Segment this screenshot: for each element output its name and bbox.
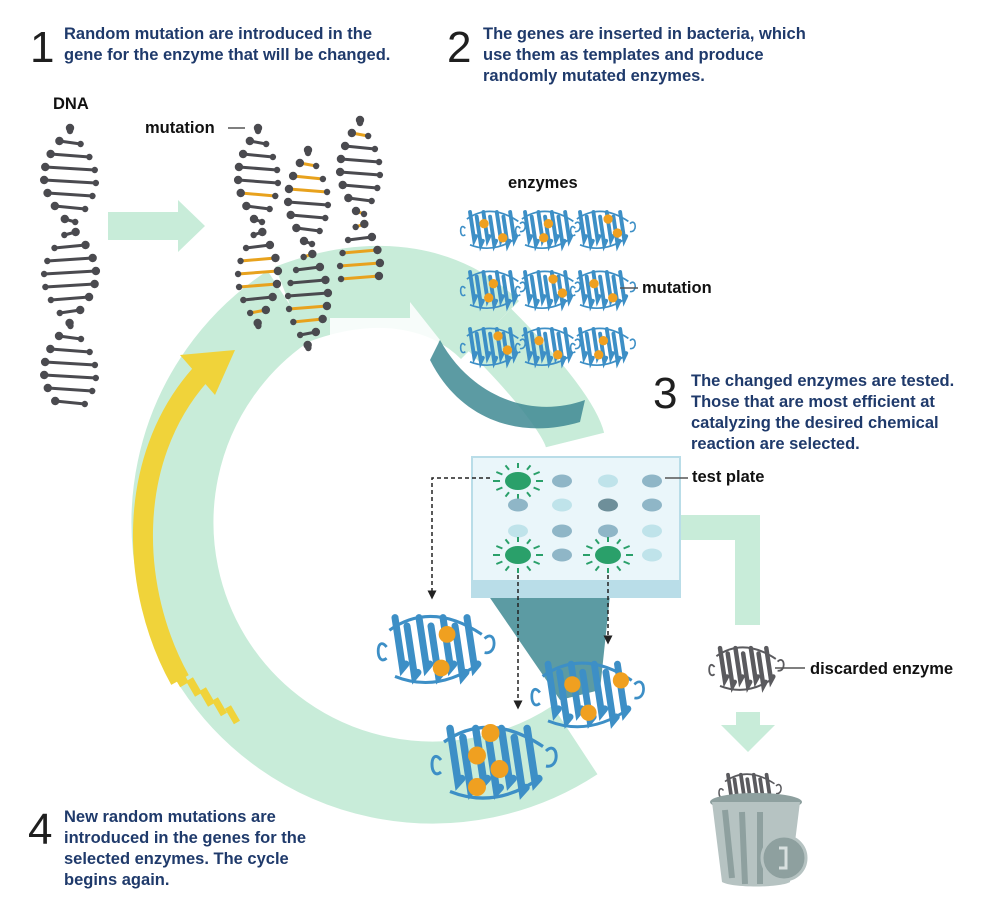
step-4-text: New random mutations are introduced in t… — [64, 807, 306, 891]
discard-arrow — [680, 515, 775, 752]
step-3-line: catalyzing the desired chemical — [691, 414, 939, 432]
test-plate-icon — [471, 456, 681, 598]
step-2-text: The genes are inserted in bacteria, whic… — [483, 24, 806, 87]
step-1-text: Random mutation are introduced in the ge… — [64, 24, 390, 66]
mutated-dna-helix-icon — [335, 115, 385, 283]
dna-to-mutation-arrow — [108, 200, 205, 252]
trash-bin-icon — [710, 772, 808, 887]
step-4-number: 4 — [28, 805, 53, 854]
step-2-line: use them as templates and produce — [483, 46, 764, 64]
step-2-number: 2 — [447, 23, 472, 72]
step-3-text: The changed enzymes are tested. Those th… — [691, 371, 954, 455]
mutated-dna-helix-icon — [283, 145, 333, 352]
step-3-line: The changed enzymes are tested. — [691, 372, 955, 390]
step-4-line: introduced in the genes for the — [64, 829, 307, 847]
step-4-line: begins again. — [64, 871, 170, 889]
discarded-enzyme-icon — [708, 645, 785, 693]
mutation-dna-label: mutation — [145, 119, 215, 137]
selected-enzyme-icon — [430, 724, 558, 800]
selected-enzyme-icon — [530, 660, 645, 729]
step-2-line: randomly mutated enzymes. — [483, 67, 705, 85]
selected-enzyme-icon — [376, 614, 496, 685]
step-3-line: Those that are most efficient at — [691, 393, 935, 411]
step-4-line: New random mutations are — [64, 808, 276, 826]
selection-beam — [430, 340, 610, 700]
step-1-number: 1 — [30, 23, 55, 72]
mutation-enzyme-label: mutation — [642, 279, 712, 297]
dna-helix-icon — [39, 123, 101, 408]
dna-label: DNA — [53, 95, 89, 113]
mutated-dna-helix-icon — [233, 123, 283, 330]
enzymes-label: enzymes — [508, 174, 578, 192]
test-plate-label: test plate — [692, 468, 765, 486]
new-cycle-arrow — [132, 350, 240, 725]
selection-dashed-arrows — [427, 477, 613, 710]
step-3-number: 3 — [653, 369, 678, 418]
step-1-line: gene for the enzyme that will be changed… — [64, 46, 391, 64]
step-1-line: Random mutation are introduced in the — [64, 25, 373, 43]
step-3-line: reaction are selected. — [691, 435, 860, 453]
discarded-enzyme-label: discarded enzyme — [810, 660, 954, 678]
step-2-line: The genes are inserted in bacteria, whic… — [483, 25, 806, 43]
enzymes-grid — [459, 210, 636, 369]
step-4-line: selected enzymes. The cycle — [64, 850, 289, 868]
